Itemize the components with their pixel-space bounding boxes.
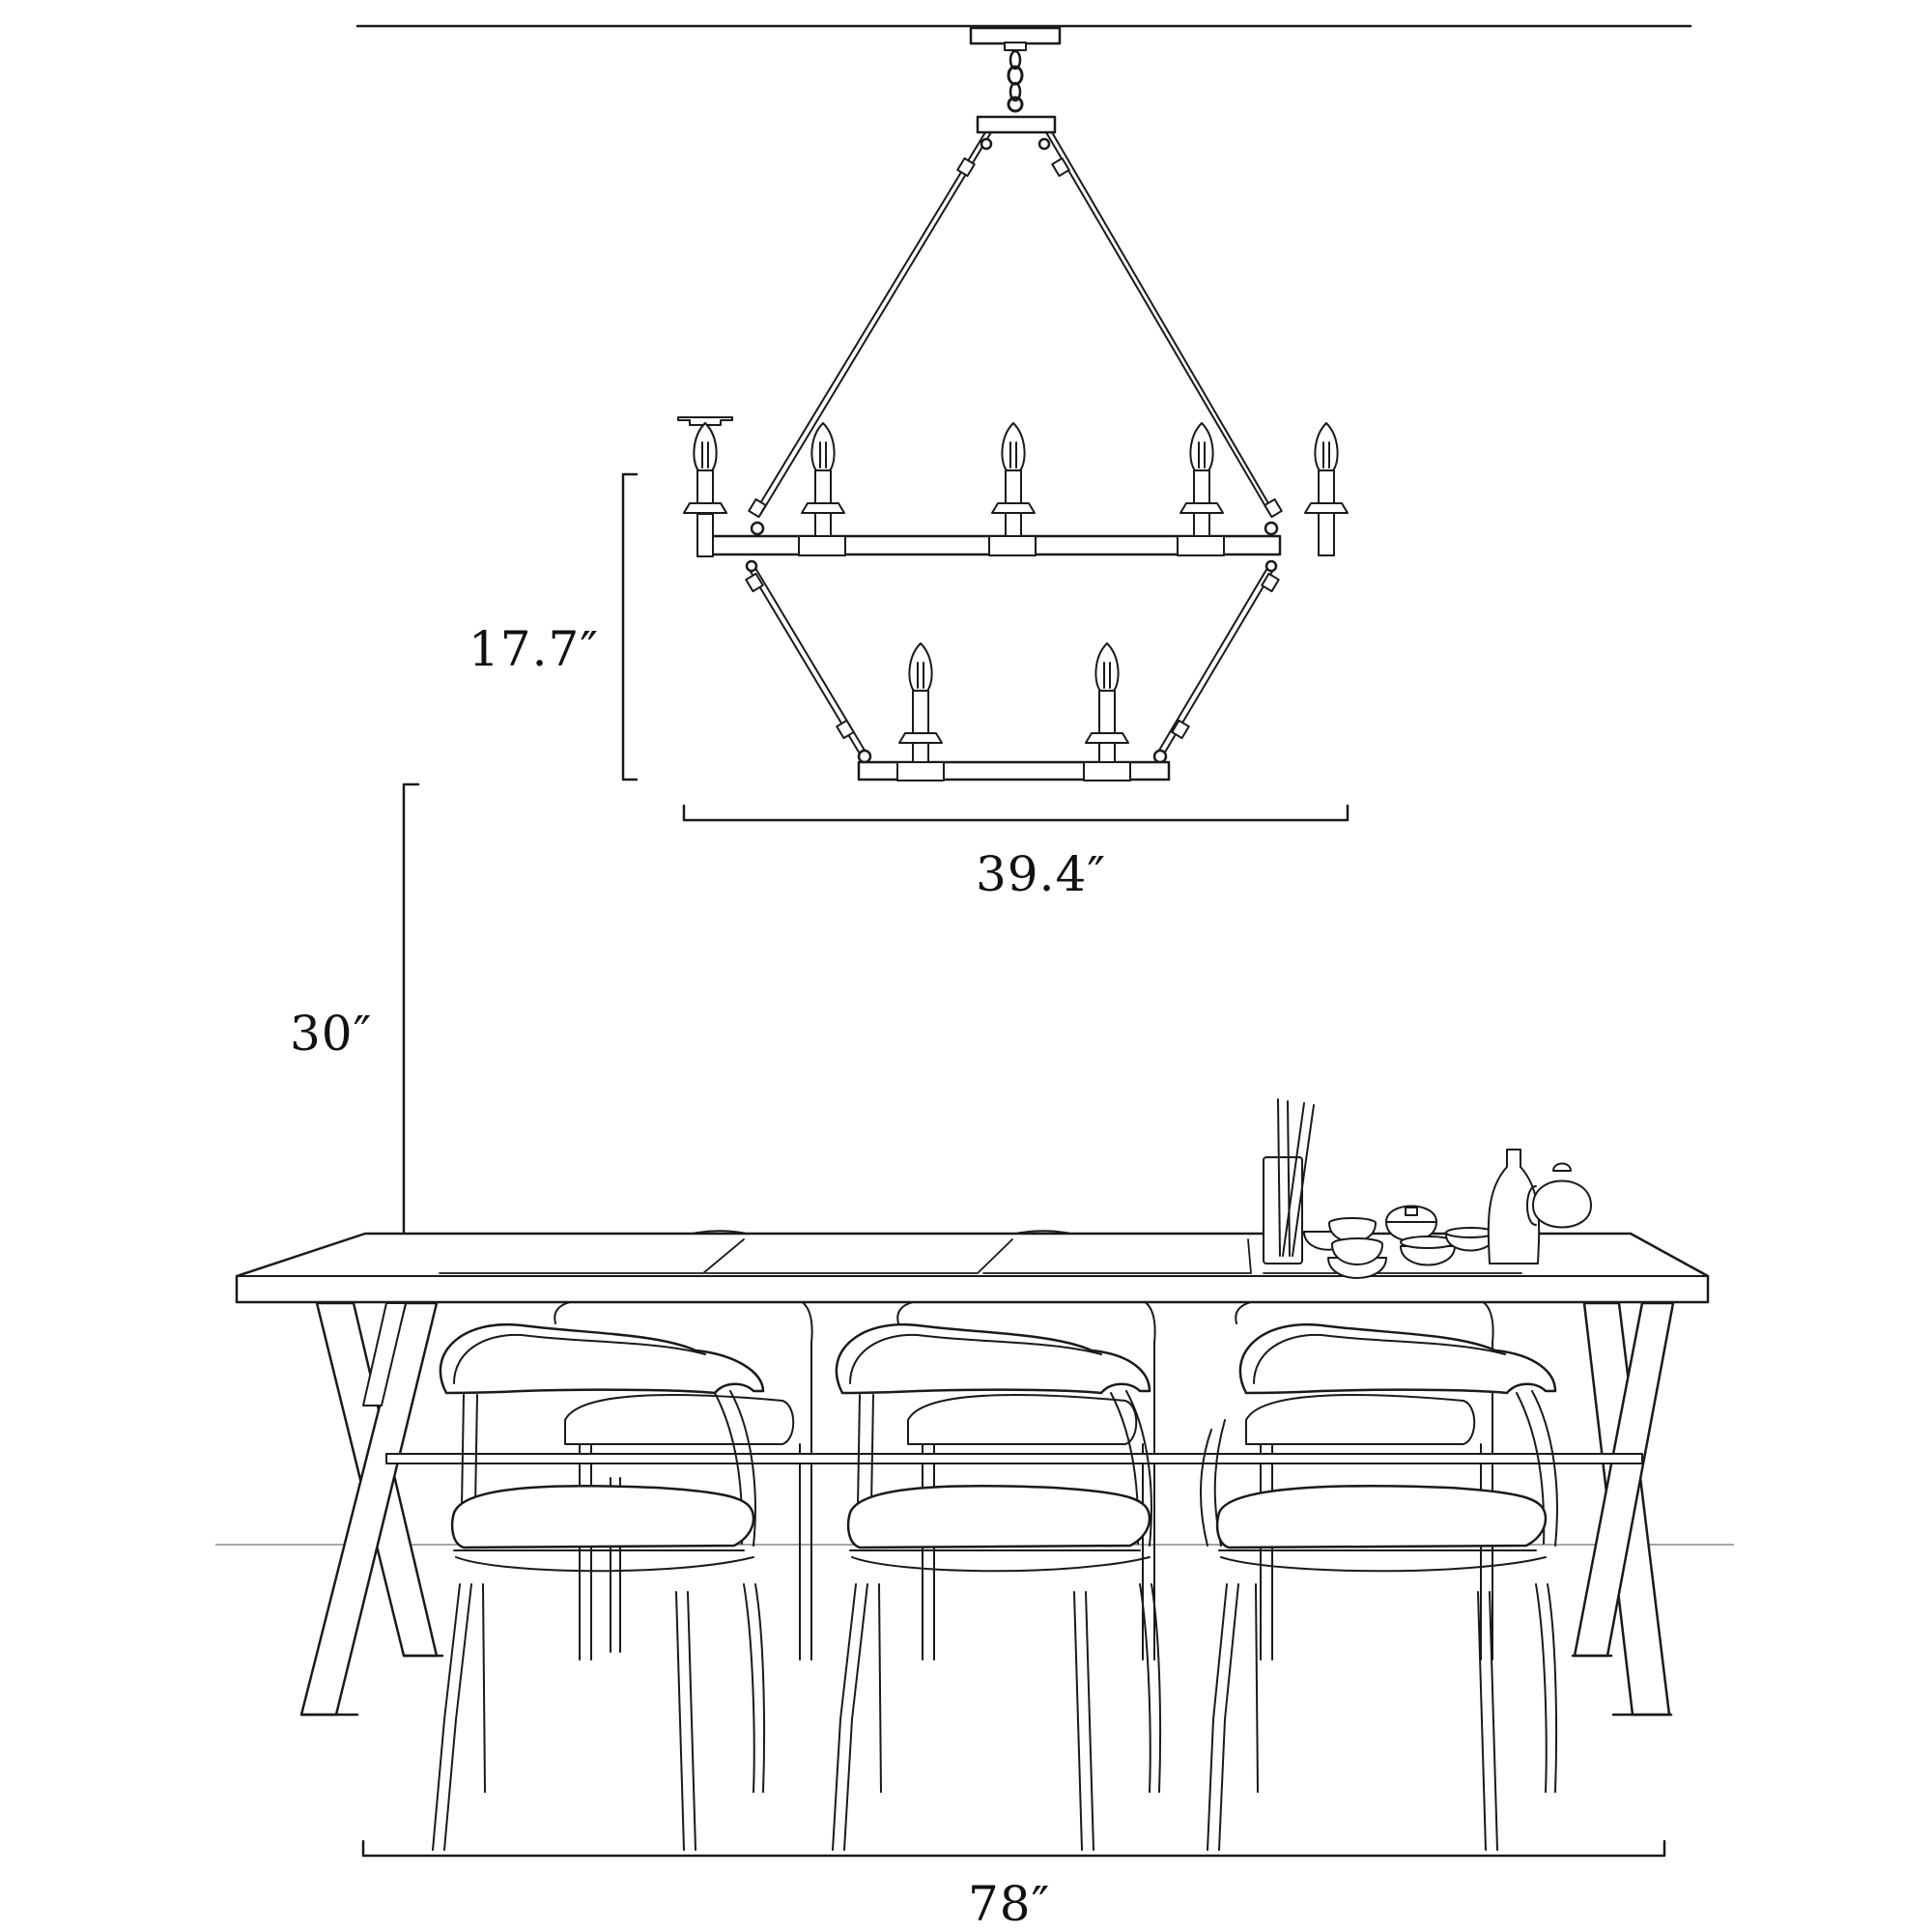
dimension-width-fixture: 39.4″ [682,804,1350,902]
teapot [1532,1179,1592,1229]
lower-candles [898,642,1129,763]
bowl [1400,1245,1456,1266]
dimension-table-length: 78″ [361,1839,1666,1932]
vase [1487,1149,1541,1264]
tableware [1263,1098,1592,1279]
chain [1007,49,1024,113]
upper-rods [748,131,1283,519]
chandelier [677,26,1349,781]
ceiling-canopy [969,26,1062,45]
utensil-cup [1263,1156,1303,1264]
chair [832,1322,1162,1851]
chair [1199,1322,1558,1851]
candle [1179,422,1224,537]
dimension-height-fixture: 17.7″ [469,472,639,781]
candle [898,642,943,763]
dimension-label-height: 17.7″ [469,621,599,677]
lower-rods [745,559,1280,764]
dimension-label-clearance: 30″ [290,1006,372,1062]
hub-plate [976,115,1057,134]
dimension-clearance: 30″ [290,782,420,1284]
table-stretcher [385,1453,1643,1464]
dining-table [235,1098,1710,1717]
chair [432,1322,766,1851]
dimension-label-table: 78″ [968,1876,1050,1932]
table-leg-right [1571,1301,1675,1717]
candle [801,422,845,537]
upper-candles [677,416,1349,557]
dimension-label-width: 39.4″ [976,846,1106,902]
table-leg-left [299,1301,444,1717]
front-chairs [432,1322,1558,1851]
placemats [439,1238,1522,1274]
candle [991,422,1036,537]
candle [1085,642,1129,763]
bowl [1327,1257,1387,1279]
candle [1304,422,1349,556]
